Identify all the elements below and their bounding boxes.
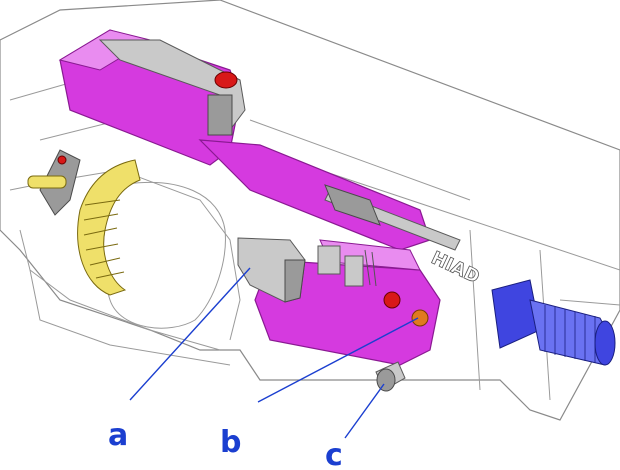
part-b-pin: [411, 309, 429, 327]
part-c-cylinder: [375, 361, 406, 392]
callout-label-a: a: [108, 418, 128, 453]
yellow-spring: [77, 159, 141, 296]
rail-guides: [324, 184, 461, 251]
leader-line-b: [257, 317, 419, 403]
leader-line-c: [344, 383, 385, 439]
upper-gray-block: [98, 39, 246, 136]
red-top-button: [214, 71, 238, 89]
internal-mechanism: [317, 245, 377, 287]
blue-end-cap: [491, 279, 616, 366]
callout-label-c: c: [325, 438, 343, 470]
callout-label-b: b: [220, 425, 241, 460]
leader-line-a: [129, 267, 251, 401]
trigger-assembly: [27, 149, 81, 216]
red-pin: [383, 291, 401, 309]
part-a-block: [237, 237, 306, 303]
